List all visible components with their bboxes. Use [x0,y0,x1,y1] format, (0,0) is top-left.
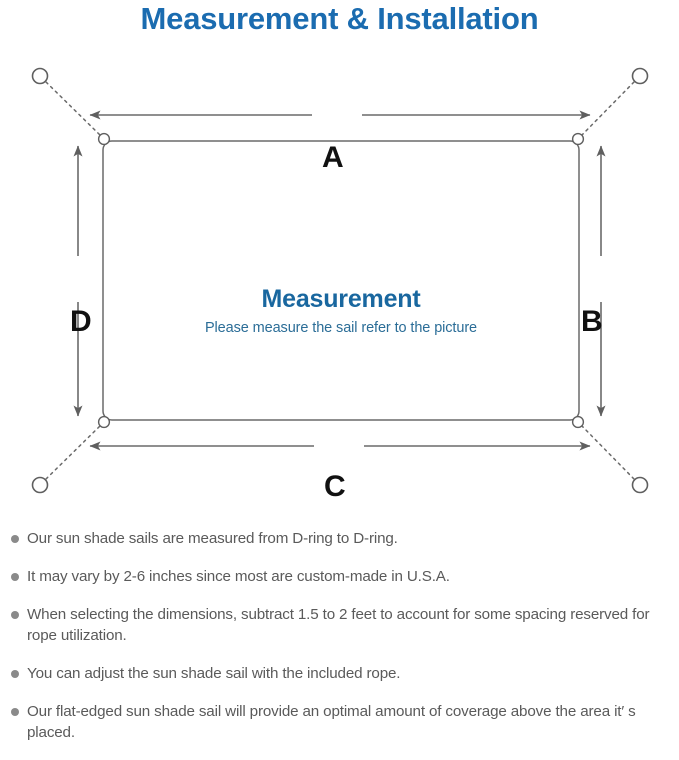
diagram-svg [31,67,649,494]
sail-corner-ring-top-left-icon [97,132,111,146]
list-item: You can adjust the sun shade sail with t… [0,663,679,684]
notes-list: Our sun shade sails are measured from D-… [0,528,679,760]
rope-line-top-right [580,81,635,137]
d-ring-bottom-right-icon [631,476,649,494]
bullet-icon [11,535,19,543]
bullet-icon [11,573,19,581]
sail-corner-ring-bottom-right-icon [571,415,585,429]
dimension-label-c: C [324,470,346,503]
list-item-text: Our flat-edged sun shade sail will provi… [27,703,636,741]
sail-body [102,140,580,421]
sail-center-subtitle: Please measure the sail refer to the pic… [204,320,478,336]
sail-measurement-diagram: A B C D Measurement Please measure the s… [0,44,679,524]
dimension-label-b: B [581,305,603,338]
list-item-text: Our sun shade sails are measured from D-… [27,530,398,547]
rope-line-bottom-right [580,424,635,480]
list-item-text: You can adjust the sun shade sail with t… [27,665,401,682]
dimension-label-a: A [322,141,344,174]
list-item: When selecting the dimensions, subtract … [0,604,679,646]
bullet-icon [11,670,19,678]
list-item-text: When selecting the dimensions, subtract … [27,606,650,644]
sail-center-label: Measurement Please measure the sail refe… [103,284,579,339]
d-ring-bottom-left-icon [31,476,49,494]
sail-center-title: Measurement [261,285,421,313]
rope-line-bottom-left [45,424,102,480]
rope-line-top-left [45,81,102,137]
sail-corner-ring-top-right-icon [571,132,585,146]
sail-corner-ring-bottom-left-icon [97,415,111,429]
d-ring-top-left-icon [31,67,49,85]
page-title: Measurement & Installation [140,1,539,36]
list-item: It may vary by 2-6 inches since most are… [0,566,679,587]
dimension-label-d: D [70,305,92,338]
bullet-icon [11,708,19,716]
list-item: Our flat-edged sun shade sail will provi… [0,701,679,743]
bullet-icon [11,611,19,619]
list-item-text: It may vary by 2-6 inches since most are… [27,568,450,585]
list-item: Our sun shade sails are measured from D-… [0,528,679,549]
d-ring-top-right-icon [631,67,649,85]
